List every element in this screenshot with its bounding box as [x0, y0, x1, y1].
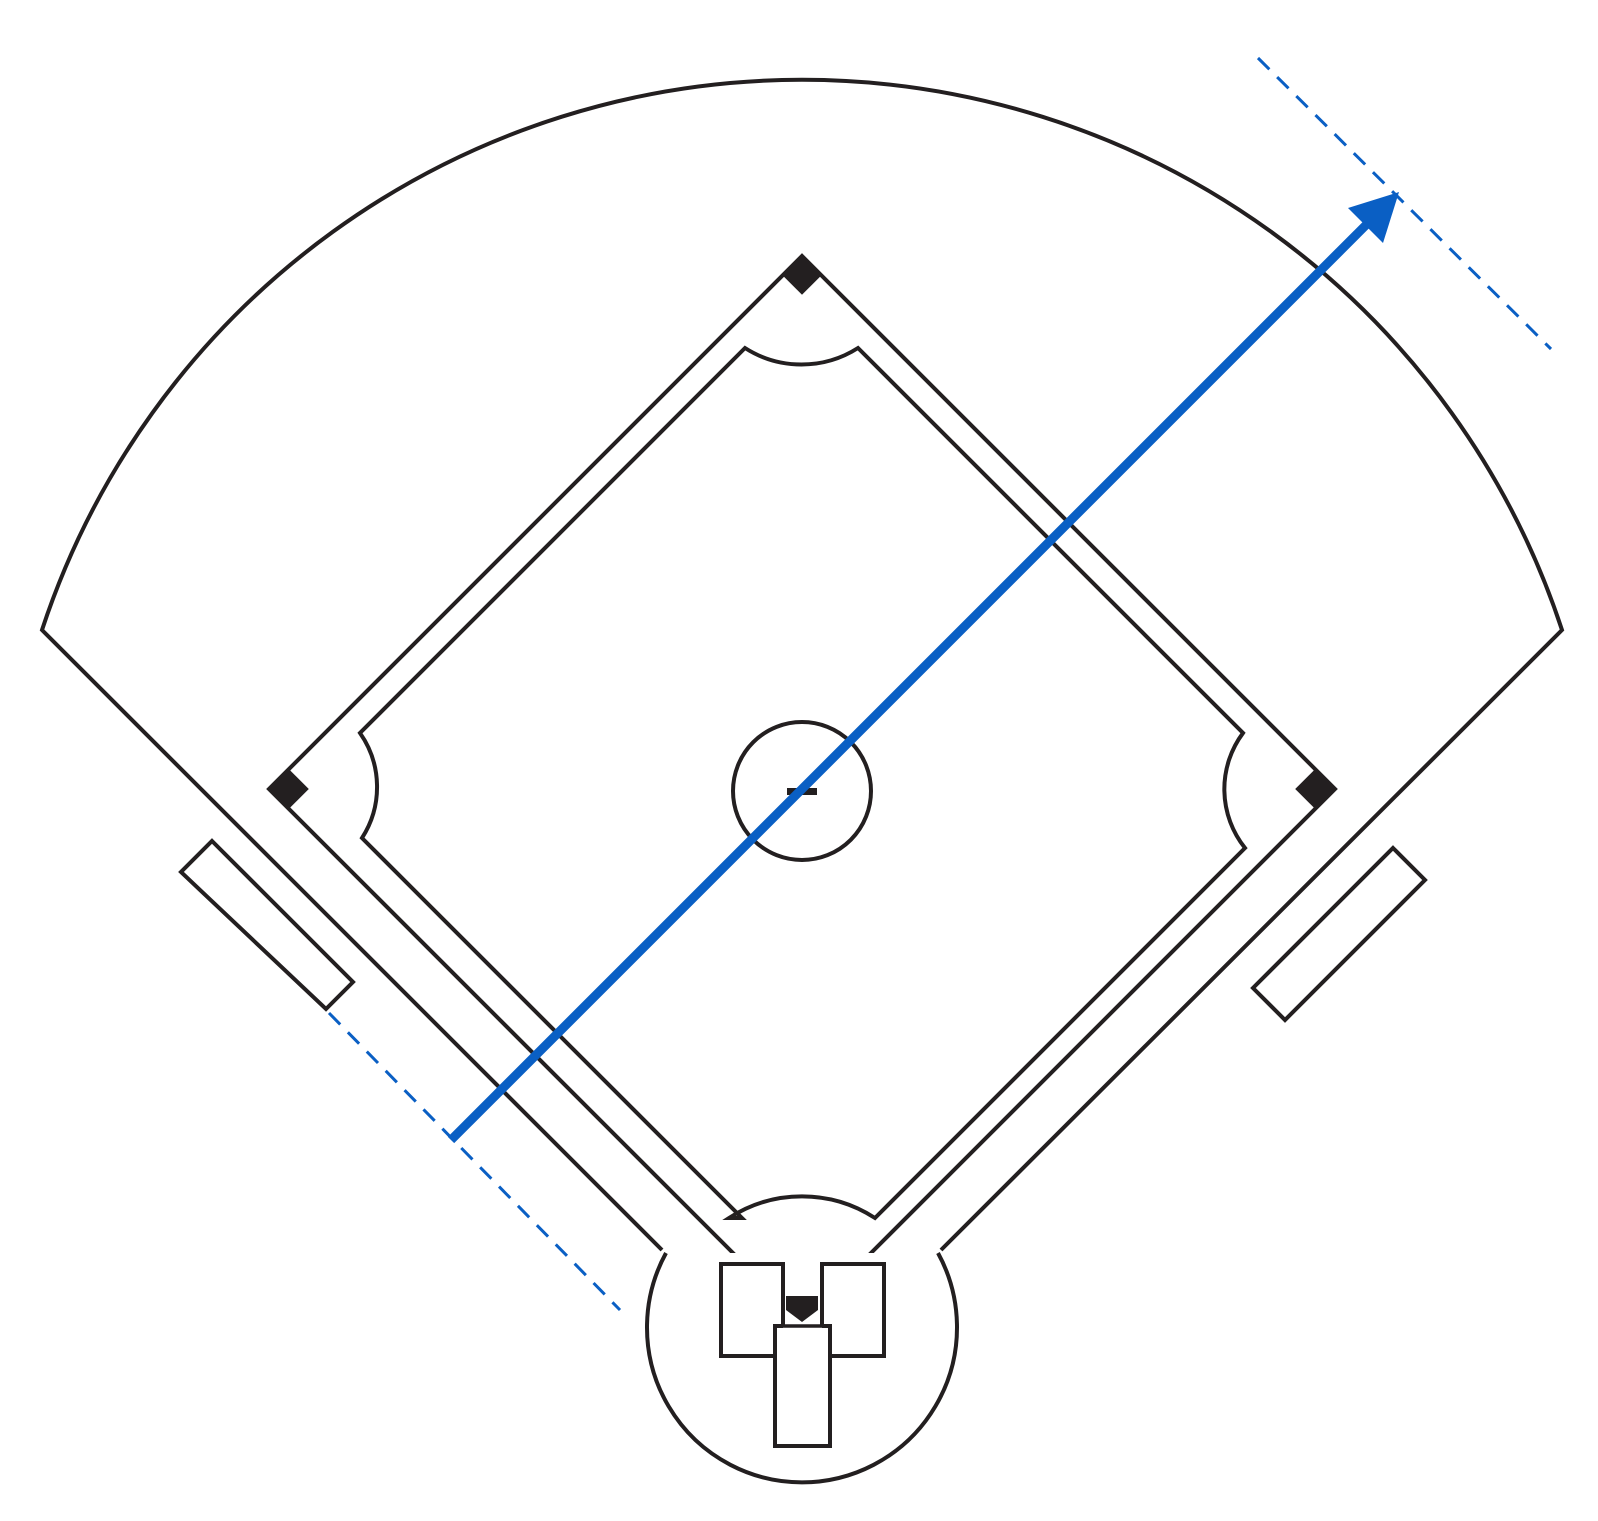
direction-arrow-shaft	[447, 219, 1372, 1144]
home-plate	[786, 1296, 818, 1322]
third-base	[269, 769, 309, 809]
second-base	[782, 255, 822, 295]
dugout-right	[1250, 845, 1428, 1023]
first-base	[1295, 769, 1335, 809]
catchers-box	[773, 1324, 832, 1448]
reference-line-right	[1256, 56, 1553, 351]
direction-arrow-head	[1348, 192, 1399, 243]
batters-box-right	[820, 1262, 886, 1358]
dugout-left	[178, 838, 356, 1012]
batters-box-left	[719, 1262, 785, 1358]
reference-line-left	[327, 1011, 622, 1312]
